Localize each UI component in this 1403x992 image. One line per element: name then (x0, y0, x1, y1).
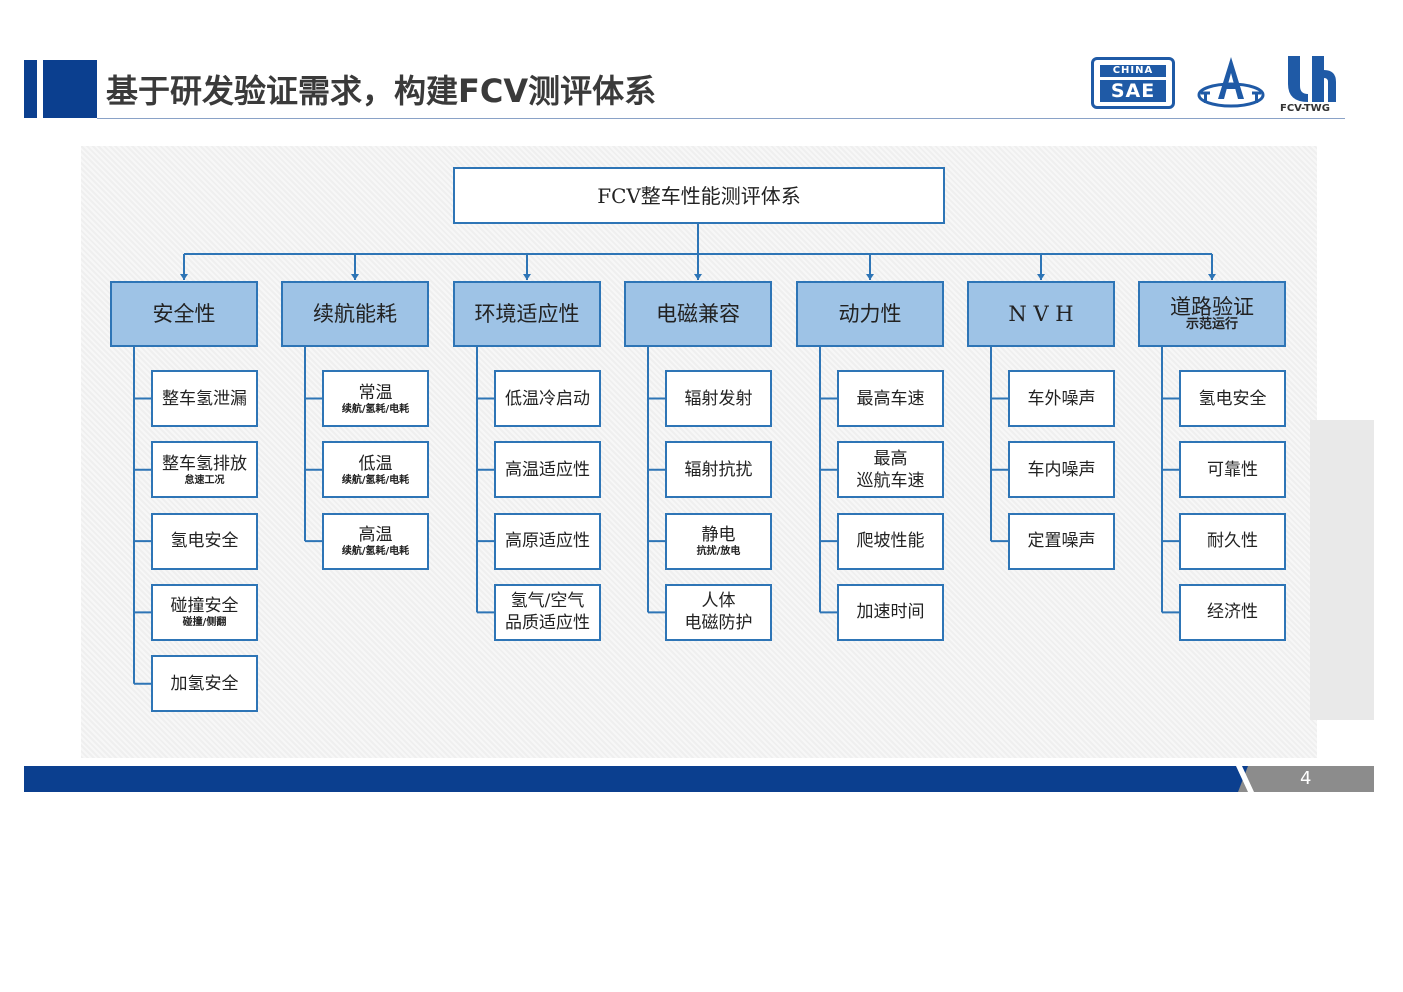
leaf-node: 常温续航/氢耗/电耗 (322, 370, 429, 427)
leaf-node: 加氢安全 (151, 655, 258, 713)
header-accent-bar (24, 60, 37, 118)
category-sublabel: 示范运行 (1185, 317, 1238, 332)
category-label: 环境适应性 (474, 302, 580, 326)
leaf-label: 低温 (358, 453, 393, 474)
china-sae-logo: CHINA SAE (1091, 57, 1175, 109)
leaf-label: 最高车速 (856, 388, 925, 409)
category-label: 电磁兼容 (656, 302, 740, 326)
leaf-label: 辐射发射 (684, 388, 753, 409)
category-node: N V H (967, 281, 1115, 347)
leaf-node: 高温适应性 (494, 441, 601, 499)
leaf-node: 定置噪声 (1008, 512, 1115, 570)
header-divider (97, 118, 1345, 119)
leaf-label: 高温 (358, 525, 393, 546)
leaf-node: 高温续航/氢耗/电耗 (322, 512, 429, 570)
footer-bar (24, 766, 1250, 792)
leaf-label: 高原适应性 (505, 531, 590, 552)
leaf-node: 氢电安全 (1179, 370, 1286, 427)
watermark-shape (1310, 420, 1374, 720)
leaf-node: 辐射发射 (665, 370, 772, 427)
leaf-node: 整车氢泄漏 (151, 370, 258, 427)
leaf-label: 低温冷启动 (505, 388, 590, 409)
leaf-label: 常温 (358, 382, 393, 403)
leaf-node: 辐射抗扰 (665, 441, 772, 499)
leaf-node: 加速时间 (837, 583, 944, 641)
leaf-label: 氢电安全 (1198, 388, 1267, 409)
leaf-node: 最高巡航车速 (837, 441, 944, 499)
leaf-sublabel: 续航/氢耗/电耗 (341, 546, 410, 558)
leaf-node: 车外噪声 (1008, 370, 1115, 427)
fcv-twg-logo-text: FCV-TWG (1280, 103, 1330, 114)
leaf-node: 整车氢排放怠速工况 (151, 441, 258, 499)
leaf-label: 车内噪声 (1027, 459, 1096, 480)
sae-logo-top-text: CHINA (1100, 65, 1166, 77)
leaf-node: 碰撞安全碰撞/侧翻 (151, 583, 258, 641)
category-node: 动力性 (796, 281, 944, 347)
leaf-label: 氢电安全 (170, 531, 239, 552)
category-label: 动力性 (838, 302, 902, 326)
leaf-sublabel: 续航/氢耗/电耗 (341, 474, 410, 486)
leaf-sublabel: 续航/氢耗/电耗 (341, 403, 410, 415)
leaf-label: 耐久性 (1207, 531, 1258, 552)
fcv-twg-logo (1288, 56, 1336, 102)
leaf-label: 加速时间 (856, 602, 925, 623)
category-label: 续航能耗 (313, 302, 397, 326)
page-number: 4 (1300, 768, 1312, 789)
leaf-node: 最高车速 (837, 370, 944, 427)
leaf-node: 氢电安全 (151, 512, 258, 570)
leaf-label: 辐射抗扰 (684, 459, 753, 480)
leaf-node: 人体电磁防护 (665, 583, 772, 641)
leaf-label: 氢气/空气品质适应性 (505, 591, 590, 634)
leaf-node: 车内噪声 (1008, 441, 1115, 499)
leaf-label: 整车氢排放 (162, 453, 247, 474)
leaf-label: 碰撞安全 (170, 596, 239, 617)
leaf-label: 整车氢泄漏 (162, 388, 247, 409)
leaf-sublabel: 抗扰/放电 (696, 546, 741, 558)
category-node: 环境适应性 (453, 281, 601, 347)
category-label: 安全性 (152, 302, 216, 326)
leaf-node: 低温续航/氢耗/电耗 (322, 441, 429, 499)
header-accent-block (43, 60, 97, 118)
leaf-sublabel: 碰撞/侧翻 (182, 617, 227, 629)
leaf-label: 爬坡性能 (856, 531, 925, 552)
category-label: N V H (1008, 302, 1074, 326)
sae-logo-bottom-text: SAE (1100, 80, 1166, 102)
page-title: 基于研发验证需求，构建FCV测评体系 (106, 72, 657, 110)
leaf-label: 经济性 (1207, 602, 1258, 623)
category-label: 道路验证 (1170, 295, 1254, 319)
leaf-label: 人体电磁防护 (684, 591, 753, 634)
leaf-node: 耐久性 (1179, 512, 1286, 570)
leaf-label: 静电 (701, 525, 736, 546)
leaf-node: 静电抗扰/放电 (665, 512, 772, 570)
leaf-node: 高原适应性 (494, 512, 601, 570)
leaf-node: 爬坡性能 (837, 512, 944, 570)
leaf-label: 车外噪声 (1027, 388, 1096, 409)
leaf-node: 经济性 (1179, 583, 1286, 641)
root-node: FCV整车性能测评体系 (453, 167, 945, 224)
leaf-sublabel: 怠速工况 (184, 474, 225, 486)
leaf-node: 氢气/空气品质适应性 (494, 583, 601, 641)
root-label: FCV整车性能测评体系 (597, 183, 801, 208)
footer-page-tab (1238, 766, 1374, 792)
leaf-node: 低温冷启动 (494, 370, 601, 427)
leaf-node: 可靠性 (1179, 441, 1286, 499)
catarc-logo (1197, 57, 1265, 108)
leaf-label: 高温适应性 (505, 459, 590, 480)
category-node: 安全性 (110, 281, 258, 347)
leaf-label: 可靠性 (1207, 459, 1258, 480)
leaf-label: 最高巡航车速 (856, 448, 925, 491)
leaf-label: 加氢安全 (170, 673, 239, 694)
category-node: 道路验证示范运行 (1138, 281, 1286, 347)
category-node: 续航能耗 (281, 281, 429, 347)
category-node: 电磁兼容 (624, 281, 772, 347)
leaf-label: 定置噪声 (1027, 531, 1096, 552)
